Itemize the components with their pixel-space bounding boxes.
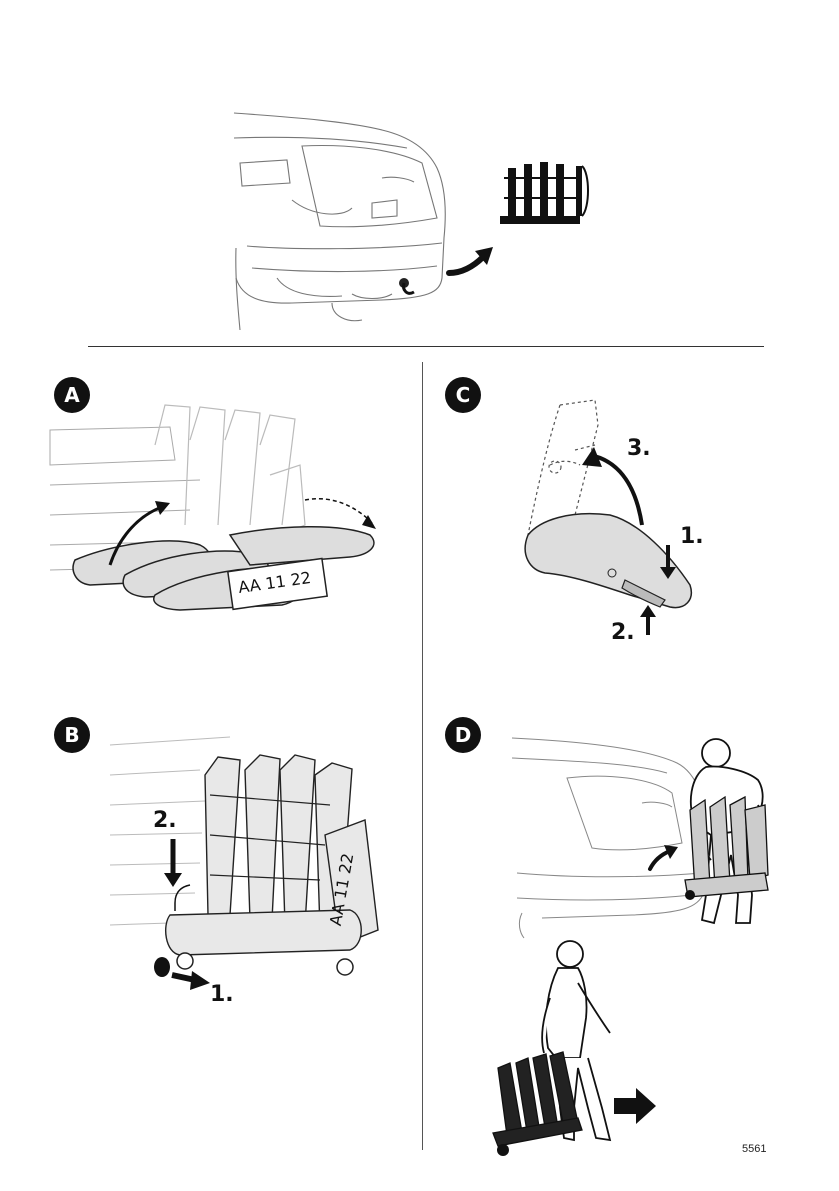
panel-c-step-2: 2. <box>611 620 635 645</box>
bike-carrier-illustration <box>498 158 593 238</box>
panel-b-illustration <box>110 735 400 1000</box>
car-rear-illustration <box>232 108 462 333</box>
curved-arrow-icon <box>447 243 497 278</box>
panel-b-step-1: 1. <box>210 982 234 1007</box>
panel-c-step-1: 1. <box>680 524 704 549</box>
panel-c-step-3: 3. <box>627 436 651 461</box>
straight-arrow-icon <box>614 1088 656 1124</box>
panel-b-step-2: 2. <box>153 808 177 833</box>
curved-arrow-icon <box>648 843 680 871</box>
panel-b-badge: B <box>54 717 90 753</box>
panel-d-badge: D <box>445 717 481 753</box>
person-pulling-carrier-illustration <box>478 938 668 1160</box>
section-divider <box>88 346 764 347</box>
column-divider <box>422 362 423 1150</box>
panel-d-carrier-illustration <box>680 795 770 905</box>
document-number: 5561 <box>742 1143 766 1155</box>
panel-c-illustration <box>520 395 710 625</box>
panel-c-badge: C <box>445 377 481 413</box>
panel-a-illustration <box>50 405 395 615</box>
